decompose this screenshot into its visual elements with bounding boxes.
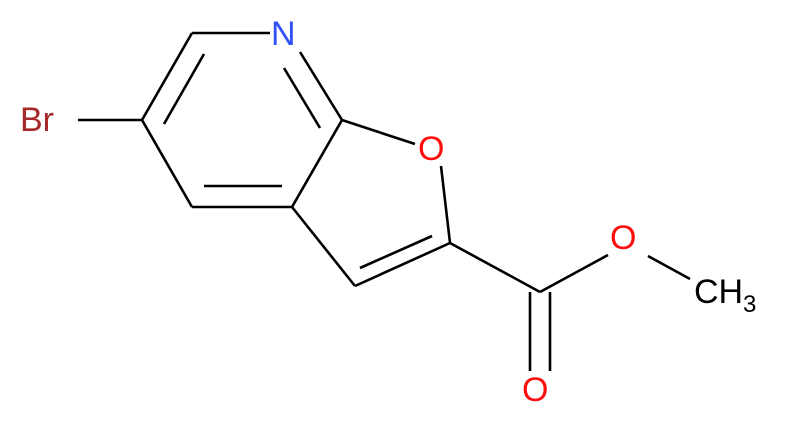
bond-c3-c3a bbox=[290, 206, 357, 287]
bond-c7a-c3a bbox=[290, 119, 344, 208]
bonds bbox=[78, 31, 691, 371]
bond-c7a-o1 bbox=[341, 118, 416, 146]
bond-c4-c5 bbox=[140, 119, 194, 208]
bond-n-c7a bbox=[298, 51, 344, 121]
nitrogen-atom-label: N bbox=[271, 15, 296, 53]
carbonyl-oxygen-atom-label: O bbox=[522, 371, 548, 409]
bond-n-c7a-inner bbox=[282, 67, 322, 129]
bond-c5-c6 bbox=[140, 32, 194, 121]
bond-c2-ccarbonyl bbox=[449, 241, 541, 294]
ring-oxygen-atom-label: O bbox=[418, 130, 444, 168]
methyl-subscript-label: 3 bbox=[743, 291, 756, 318]
bond-c5-c6-inner bbox=[162, 53, 206, 125]
bromine-atom-label: Br bbox=[20, 101, 54, 139]
bond-oester-ch3 bbox=[647, 254, 691, 281]
ester-oxygen-atom-label: O bbox=[610, 219, 636, 257]
atom-labels: Br N O O O CH 3 bbox=[20, 15, 756, 409]
bond-c2-c3 bbox=[354, 241, 451, 288]
bond-o1-c2 bbox=[439, 165, 452, 244]
bond-c2-c3-inner bbox=[359, 234, 433, 270]
bond-ccarbonyl-oester bbox=[539, 253, 609, 294]
methyl-group-label: CH bbox=[694, 273, 743, 311]
